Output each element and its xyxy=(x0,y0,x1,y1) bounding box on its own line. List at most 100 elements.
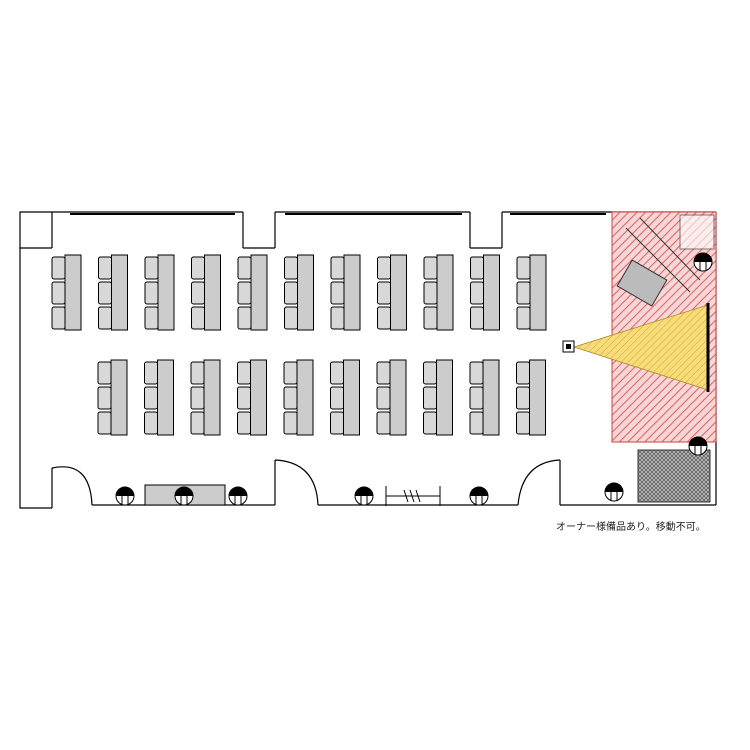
chair xyxy=(237,361,251,385)
desk-block xyxy=(144,254,175,331)
desk-block xyxy=(284,254,314,331)
storage-area xyxy=(637,449,711,503)
chair xyxy=(423,361,437,385)
chair xyxy=(376,361,391,385)
owner-equipment-note: オーナー様備品あり。移動不可。 xyxy=(556,522,706,533)
desk xyxy=(64,254,82,331)
chair xyxy=(284,281,298,305)
chair xyxy=(423,281,438,305)
chair xyxy=(97,361,112,385)
desk-block xyxy=(516,254,547,331)
desk-block xyxy=(283,359,314,436)
desk-block xyxy=(469,359,500,436)
chair xyxy=(51,281,66,305)
chair xyxy=(283,411,298,435)
chair xyxy=(423,411,437,435)
chair xyxy=(470,256,484,280)
desk-block xyxy=(98,254,128,331)
chair xyxy=(516,281,531,305)
desk-block xyxy=(237,359,267,436)
chair xyxy=(330,256,345,280)
chair xyxy=(144,361,158,385)
desk xyxy=(296,359,314,436)
electrical-outlet-icon xyxy=(604,482,624,502)
chair xyxy=(469,411,484,435)
desk xyxy=(204,254,221,331)
chair xyxy=(516,306,531,330)
chair xyxy=(144,411,158,435)
desk xyxy=(203,359,221,436)
desk-block xyxy=(423,359,453,436)
desk-block xyxy=(377,254,407,331)
desk-block xyxy=(190,359,221,436)
chair xyxy=(144,386,158,410)
chair xyxy=(376,386,391,410)
desk-block xyxy=(330,359,360,436)
chair xyxy=(469,386,484,410)
desk-block xyxy=(191,254,221,331)
chair xyxy=(470,281,484,305)
desk xyxy=(157,254,175,331)
chair xyxy=(144,306,159,330)
chair xyxy=(98,306,112,330)
chair xyxy=(377,256,391,280)
desk-block xyxy=(97,359,128,436)
chair xyxy=(330,281,345,305)
desk xyxy=(529,359,546,436)
chair xyxy=(190,361,205,385)
chair xyxy=(470,306,484,330)
chair xyxy=(284,306,298,330)
chair xyxy=(469,361,484,385)
chair xyxy=(330,386,344,410)
desk xyxy=(111,254,128,331)
outlets xyxy=(115,252,713,506)
chair xyxy=(190,386,205,410)
chair xyxy=(423,386,437,410)
chair xyxy=(98,281,112,305)
chair xyxy=(190,411,205,435)
chair xyxy=(283,361,298,385)
desk-block xyxy=(237,254,268,331)
desk-block xyxy=(330,254,361,331)
chair xyxy=(377,281,391,305)
chair xyxy=(97,386,112,410)
chair xyxy=(283,386,298,410)
desk xyxy=(436,359,453,436)
chair xyxy=(516,256,531,280)
owner-equipment xyxy=(616,214,715,307)
chair xyxy=(191,306,205,330)
chair xyxy=(144,281,159,305)
chair xyxy=(98,256,112,280)
desk-rows xyxy=(51,254,547,436)
desk xyxy=(343,254,361,331)
desk xyxy=(250,359,267,436)
chair xyxy=(51,306,66,330)
electrical-outlet-icon xyxy=(174,486,194,506)
chair xyxy=(516,386,530,410)
chair xyxy=(330,411,344,435)
chair xyxy=(423,256,438,280)
desk-block xyxy=(470,254,500,331)
electrical-outlet-icon xyxy=(228,486,248,506)
chair xyxy=(516,411,530,435)
electrical-outlet-icon xyxy=(688,436,708,456)
electrical-outlet-icon xyxy=(693,252,713,272)
chair xyxy=(144,256,159,280)
chair xyxy=(376,411,391,435)
desk-block xyxy=(516,359,546,436)
desk-block xyxy=(376,359,407,436)
desk xyxy=(529,254,547,331)
chair xyxy=(237,256,252,280)
chair xyxy=(191,281,205,305)
chair xyxy=(377,306,391,330)
chair xyxy=(237,411,251,435)
chair xyxy=(423,306,438,330)
chair xyxy=(237,386,251,410)
electrical-outlet-icon xyxy=(115,486,135,506)
desk xyxy=(389,359,407,436)
chair xyxy=(237,281,252,305)
desk-block xyxy=(423,254,454,331)
desk xyxy=(297,254,314,331)
chair xyxy=(330,361,344,385)
